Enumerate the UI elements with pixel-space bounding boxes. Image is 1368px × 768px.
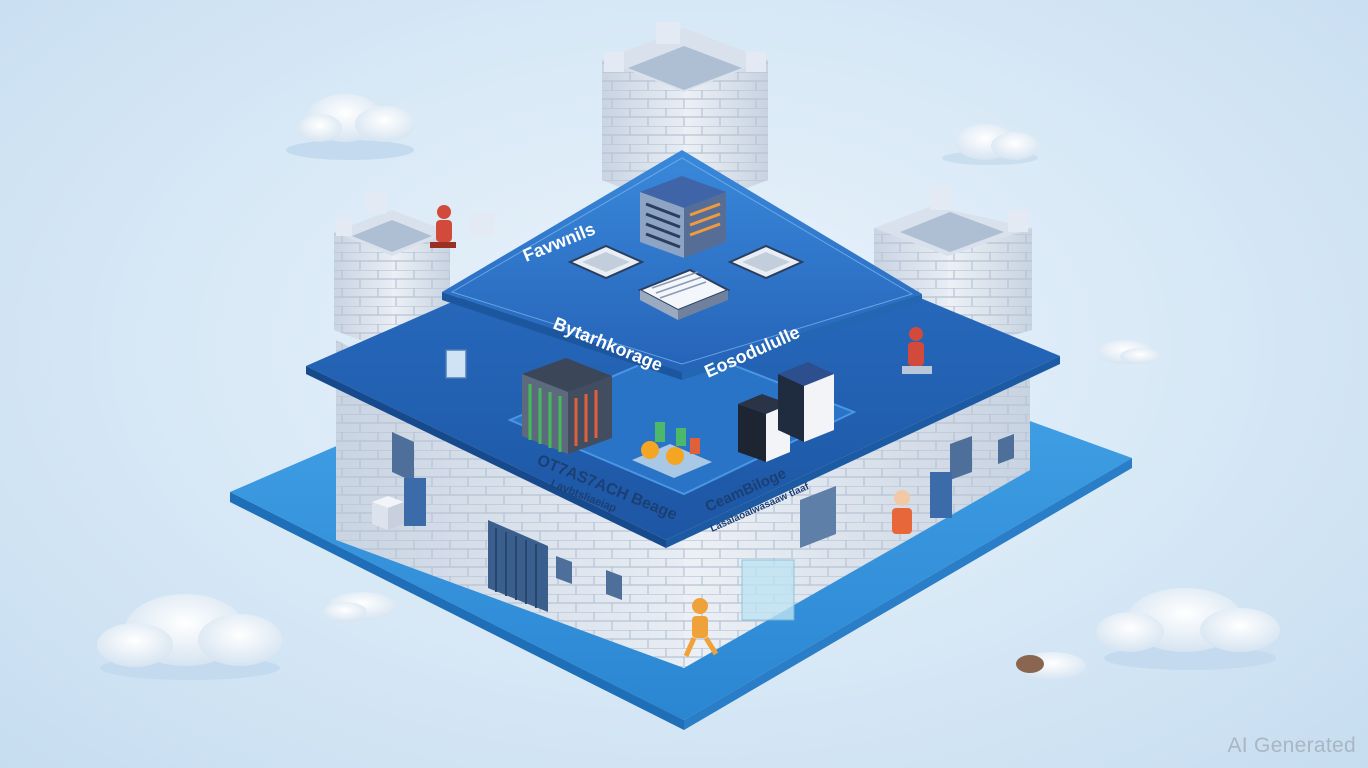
- gate-right: [800, 486, 836, 548]
- server-box-left: [372, 496, 404, 530]
- chip-right: [727, 244, 805, 280]
- clouds: [97, 94, 1280, 680]
- server-tower-right: [738, 362, 834, 462]
- glass-panel: [741, 559, 795, 621]
- window: [392, 432, 414, 482]
- inner-panel: [507, 344, 857, 496]
- top-platform: [442, 150, 922, 380]
- server-rack-top: [640, 176, 726, 258]
- window: [950, 436, 972, 480]
- person-front-right: [892, 490, 912, 534]
- person-tower-left: [430, 205, 456, 248]
- cloud-bottom-left: [97, 594, 282, 680]
- server-rack-mid: [522, 358, 612, 454]
- person-front-sitting: [683, 598, 719, 658]
- cloud-top-left: [286, 94, 415, 160]
- cloud-bottom-right-small: [1016, 652, 1086, 680]
- window: [556, 556, 572, 584]
- gate-left: [488, 520, 548, 612]
- coin-stack: [632, 422, 712, 478]
- cloud-right-small: [1097, 340, 1160, 364]
- person-right: [902, 327, 932, 374]
- cloud-bottom-left-small: [323, 592, 396, 622]
- device-left: [445, 349, 467, 379]
- window: [606, 570, 622, 600]
- switch-device: [637, 268, 731, 320]
- watermark-text: AI Generated: [1227, 734, 1356, 757]
- chip-left: [567, 244, 645, 280]
- window: [998, 434, 1014, 464]
- cloud-top-right: [942, 124, 1039, 165]
- cloud-bottom-right: [1096, 588, 1280, 670]
- server-box-base: [404, 472, 952, 526]
